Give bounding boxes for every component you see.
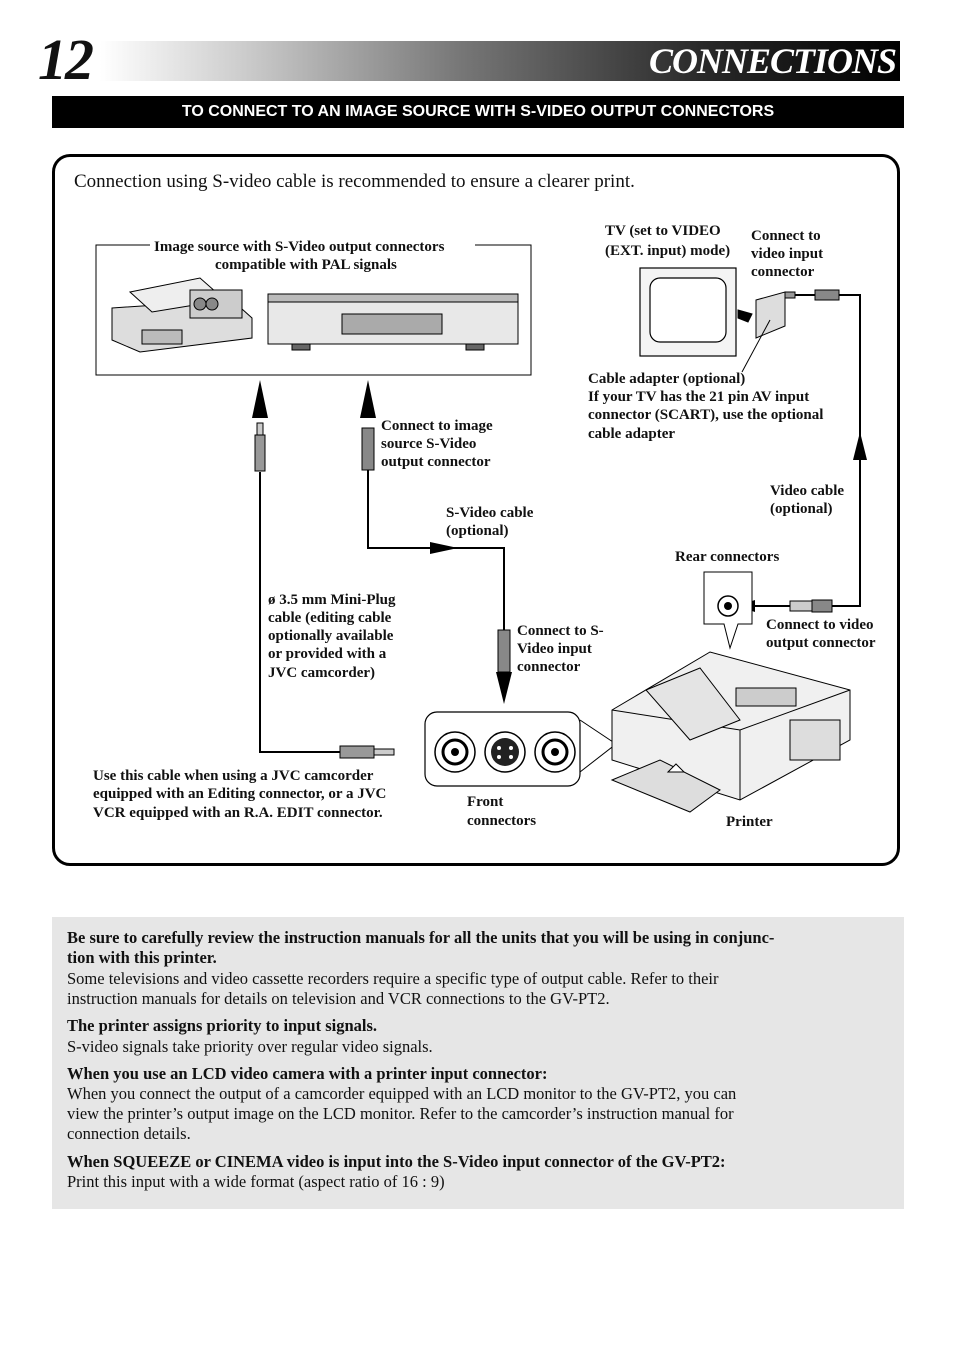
note-1-body-2: instruction manuals for details on telev… [67,989,610,1008]
note-1-body: Some televisions and video cassette reco… [67,969,719,988]
camcorder-illustration [111,277,253,353]
note-1-heading-2: tion with this printer. [67,948,217,967]
note-3-heading: When you use an LCD video camera with a … [67,1064,548,1083]
label-image-source: Image source with S-Video output connect… [154,239,445,255]
note-3-body: When you connect the output of a camcord… [67,1084,737,1103]
note-4-heading: When SQUEEZE or CINEMA video is input in… [67,1152,726,1171]
tv-illustration [639,267,737,357]
label-cable-adapter-2: If your TV has the 21 pin AV input [588,389,810,405]
note-2-body: S-video signals take priority over regul… [67,1037,433,1056]
intro-text: Connection using S-video cable is recomm… [74,171,635,192]
label-jvc-note-3: VCR equipped with an R.A. EDIT connector… [93,805,383,821]
label-miniplug-4: or provided with a [268,646,387,662]
label-video-cable-2: (optional) [770,501,833,517]
diagram-frame [52,154,900,866]
miniplug-cable [252,380,395,759]
label-connect-svideo-input: Connect to S- [517,623,604,639]
label-connect-video-input: Connect to [751,228,821,244]
label-connect-svideo-input-2: Video input [517,641,592,657]
label-connect-video-output: Connect to video [766,617,874,633]
label-miniplug: ø 3.5 mm Mini-Plug [268,592,396,608]
label-connect-svideo-input-3: connector [517,659,581,675]
label-svideo-cable-2: (optional) [446,523,509,539]
label-tv-2: (EXT. input) mode) [605,243,731,259]
label-tv: TV (set to VIDEO [605,223,721,239]
label-jvc-note-2: equipped with an Editing connector, or a… [93,786,387,802]
label-connect-image-source: Connect to image [381,418,493,434]
front-connectors-panel [424,711,617,787]
scart-adapter-illustration [737,291,796,339]
page-number: 12 [38,27,94,92]
label-cable-adapter: Cable adapter (optional) [588,371,746,387]
label-cable-adapter-4: cable adapter [588,426,676,442]
header-gradient-bar [100,41,900,81]
label-printer: Printer [726,814,773,830]
section-title: TO CONNECT TO AN IMAGE SOURCE WITH S-VID… [52,96,904,128]
label-connect-image-source-3: output connector [381,454,491,470]
vcr-illustration [267,293,519,351]
label-jvc-note: Use this cable when using a JVC camcorde… [93,768,374,784]
label-miniplug-5: JVC camcorder) [268,665,376,681]
label-connect-video-input-2: video input [751,246,824,262]
note-3-body-3: connection details. [67,1124,191,1143]
note-2-heading: The printer assigns priority to input si… [67,1016,378,1035]
label-front-connectors: Front [467,794,504,810]
note-1-heading: Be sure to carefully review the instruct… [67,928,775,947]
note-4-body: Print this input with a wide format (asp… [67,1172,445,1191]
label-svideo-cable: S-Video cable [446,505,534,521]
label-miniplug-2: cable (editing cable [268,610,392,626]
page-title: CONNECTIONS [648,41,897,81]
label-image-source-2: compatible with PAL signals [215,257,397,273]
label-cable-adapter-3: connector (SCART), use the optional [588,407,824,423]
note-3-body-2: view the printer’s output image on the L… [67,1104,734,1123]
label-miniplug-3: optionally available [268,628,394,644]
label-front-connectors-2: connectors [467,813,537,829]
svideo-cable [360,380,512,704]
label-connect-video-input-3: connector [751,264,815,280]
printer-illustration [610,651,851,813]
label-connect-image-source-2: source S-Video [381,436,477,452]
label-connect-video-output-2: output connector [766,635,876,651]
notes-box [52,917,904,1209]
label-rear-connectors: Rear connectors [675,549,780,565]
label-video-cable: Video cable [770,483,845,499]
